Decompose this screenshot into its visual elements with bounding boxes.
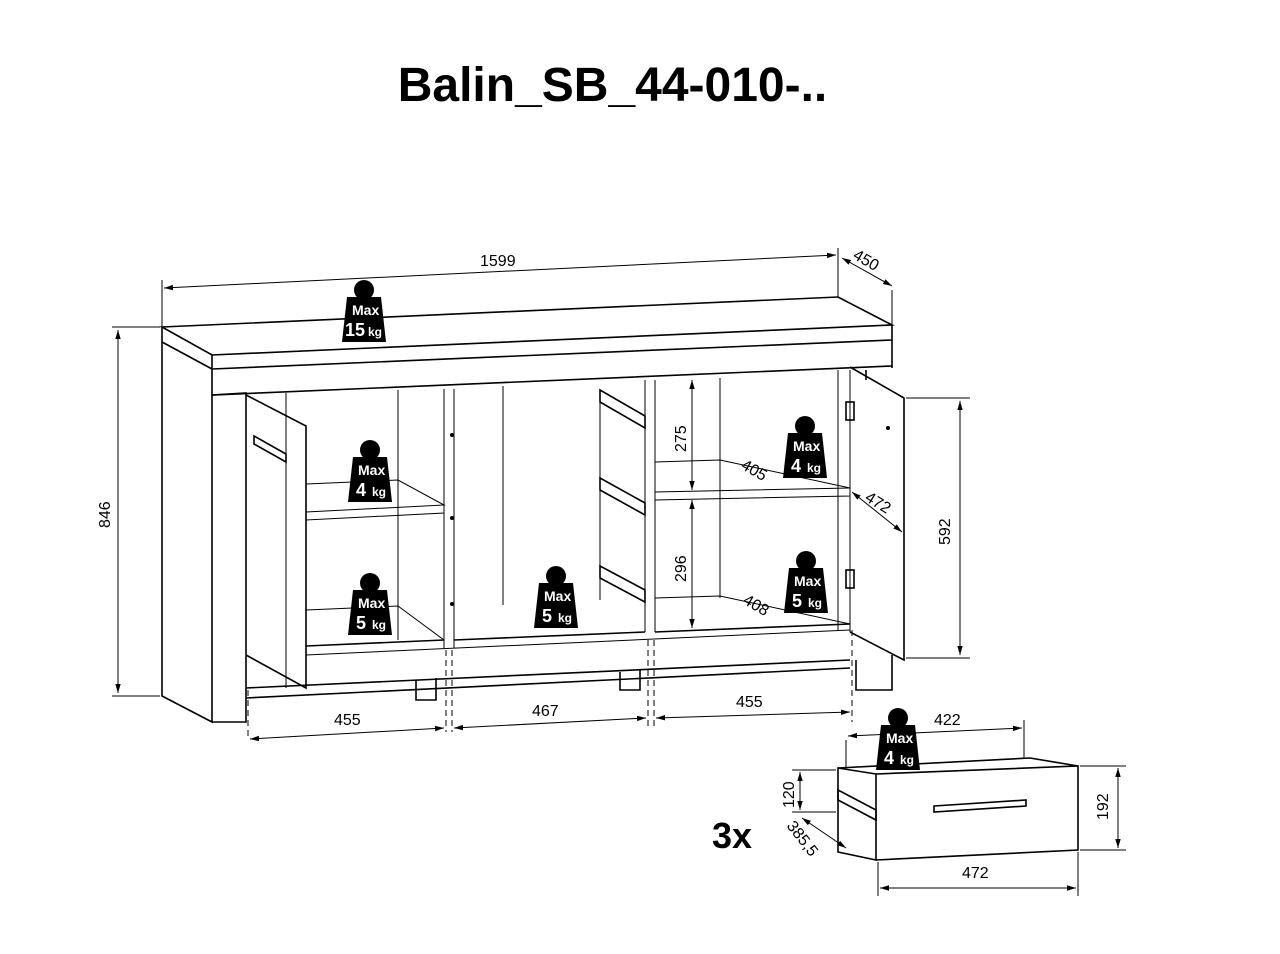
right-door (845, 366, 905, 662)
diagram-title: Balin_SB_44-010-.. (397, 59, 828, 112)
svg-text:Max: Max (794, 573, 821, 589)
svg-text:4: 4 (791, 456, 801, 476)
svg-text:kg: kg (900, 753, 914, 767)
svg-text:Max: Max (544, 588, 571, 604)
svg-text:4: 4 (356, 480, 366, 500)
drawer-runners (450, 388, 646, 606)
svg-text:472: 472 (962, 865, 989, 882)
dim-compartments: 455 467 455 (247, 630, 853, 742)
svg-text:455: 455 (334, 712, 361, 729)
dim-width: 1599 (161, 248, 839, 327)
dim-door-height: 592 (906, 397, 970, 659)
svg-text:15: 15 (345, 320, 365, 340)
svg-text:455: 455 (736, 694, 763, 711)
svg-text:Max: Max (352, 302, 379, 318)
svg-text:275: 275 (673, 425, 690, 452)
svg-text:1599: 1599 (480, 253, 516, 270)
dim-depth: 450 (841, 247, 893, 325)
svg-text:kg: kg (368, 325, 382, 339)
svg-text:Max: Max (358, 595, 385, 611)
svg-text:422: 422 (934, 712, 961, 729)
svg-text:kg: kg (372, 618, 386, 632)
svg-text:405: 405 (738, 457, 770, 485)
svg-text:592: 592 (937, 518, 954, 545)
svg-text:Max: Max (358, 462, 385, 478)
svg-text:5: 5 (356, 613, 366, 633)
weight-right-shelf-icon: Max 4 kg (783, 416, 827, 478)
svg-text:120: 120 (781, 781, 798, 808)
svg-text:kg: kg (807, 461, 821, 475)
weight-top-icon: Max 15 kg (342, 280, 386, 342)
svg-text:5: 5 (542, 606, 552, 626)
drawer-detail: 422 120 385,5 192 472 (781, 712, 1126, 896)
svg-text:5: 5 (792, 591, 802, 611)
svg-text:846: 846 (97, 501, 114, 528)
svg-text:kg: kg (372, 485, 386, 499)
svg-text:kg: kg (558, 611, 572, 625)
weight-middle-bottom-icon: Max 5 kg (534, 566, 578, 628)
svg-text:467: 467 (532, 703, 559, 720)
svg-text:296: 296 (673, 555, 690, 582)
svg-text:408: 408 (740, 592, 772, 620)
svg-text:450: 450 (850, 247, 882, 275)
weight-drawer-icon: Max 4 kg (876, 708, 920, 770)
weight-right-bottom-icon: Max 5 kg (784, 551, 828, 613)
svg-text:Max: Max (793, 438, 820, 454)
dim-height: 846 (97, 326, 160, 697)
left-door (245, 394, 307, 690)
drawer-quantity: 3x (712, 815, 752, 856)
svg-text:192: 192 (1095, 793, 1112, 820)
svg-text:Max: Max (886, 730, 913, 746)
svg-text:472: 472 (862, 489, 894, 518)
svg-text:385,5: 385,5 (783, 818, 821, 860)
weight-left-bottom-icon: Max 5 kg (348, 573, 392, 635)
sideboard-outline (159, 296, 896, 724)
weight-left-shelf-icon: Max 4 kg (348, 440, 392, 502)
svg-text:kg: kg (808, 596, 822, 610)
svg-text:4: 4 (884, 748, 894, 768)
